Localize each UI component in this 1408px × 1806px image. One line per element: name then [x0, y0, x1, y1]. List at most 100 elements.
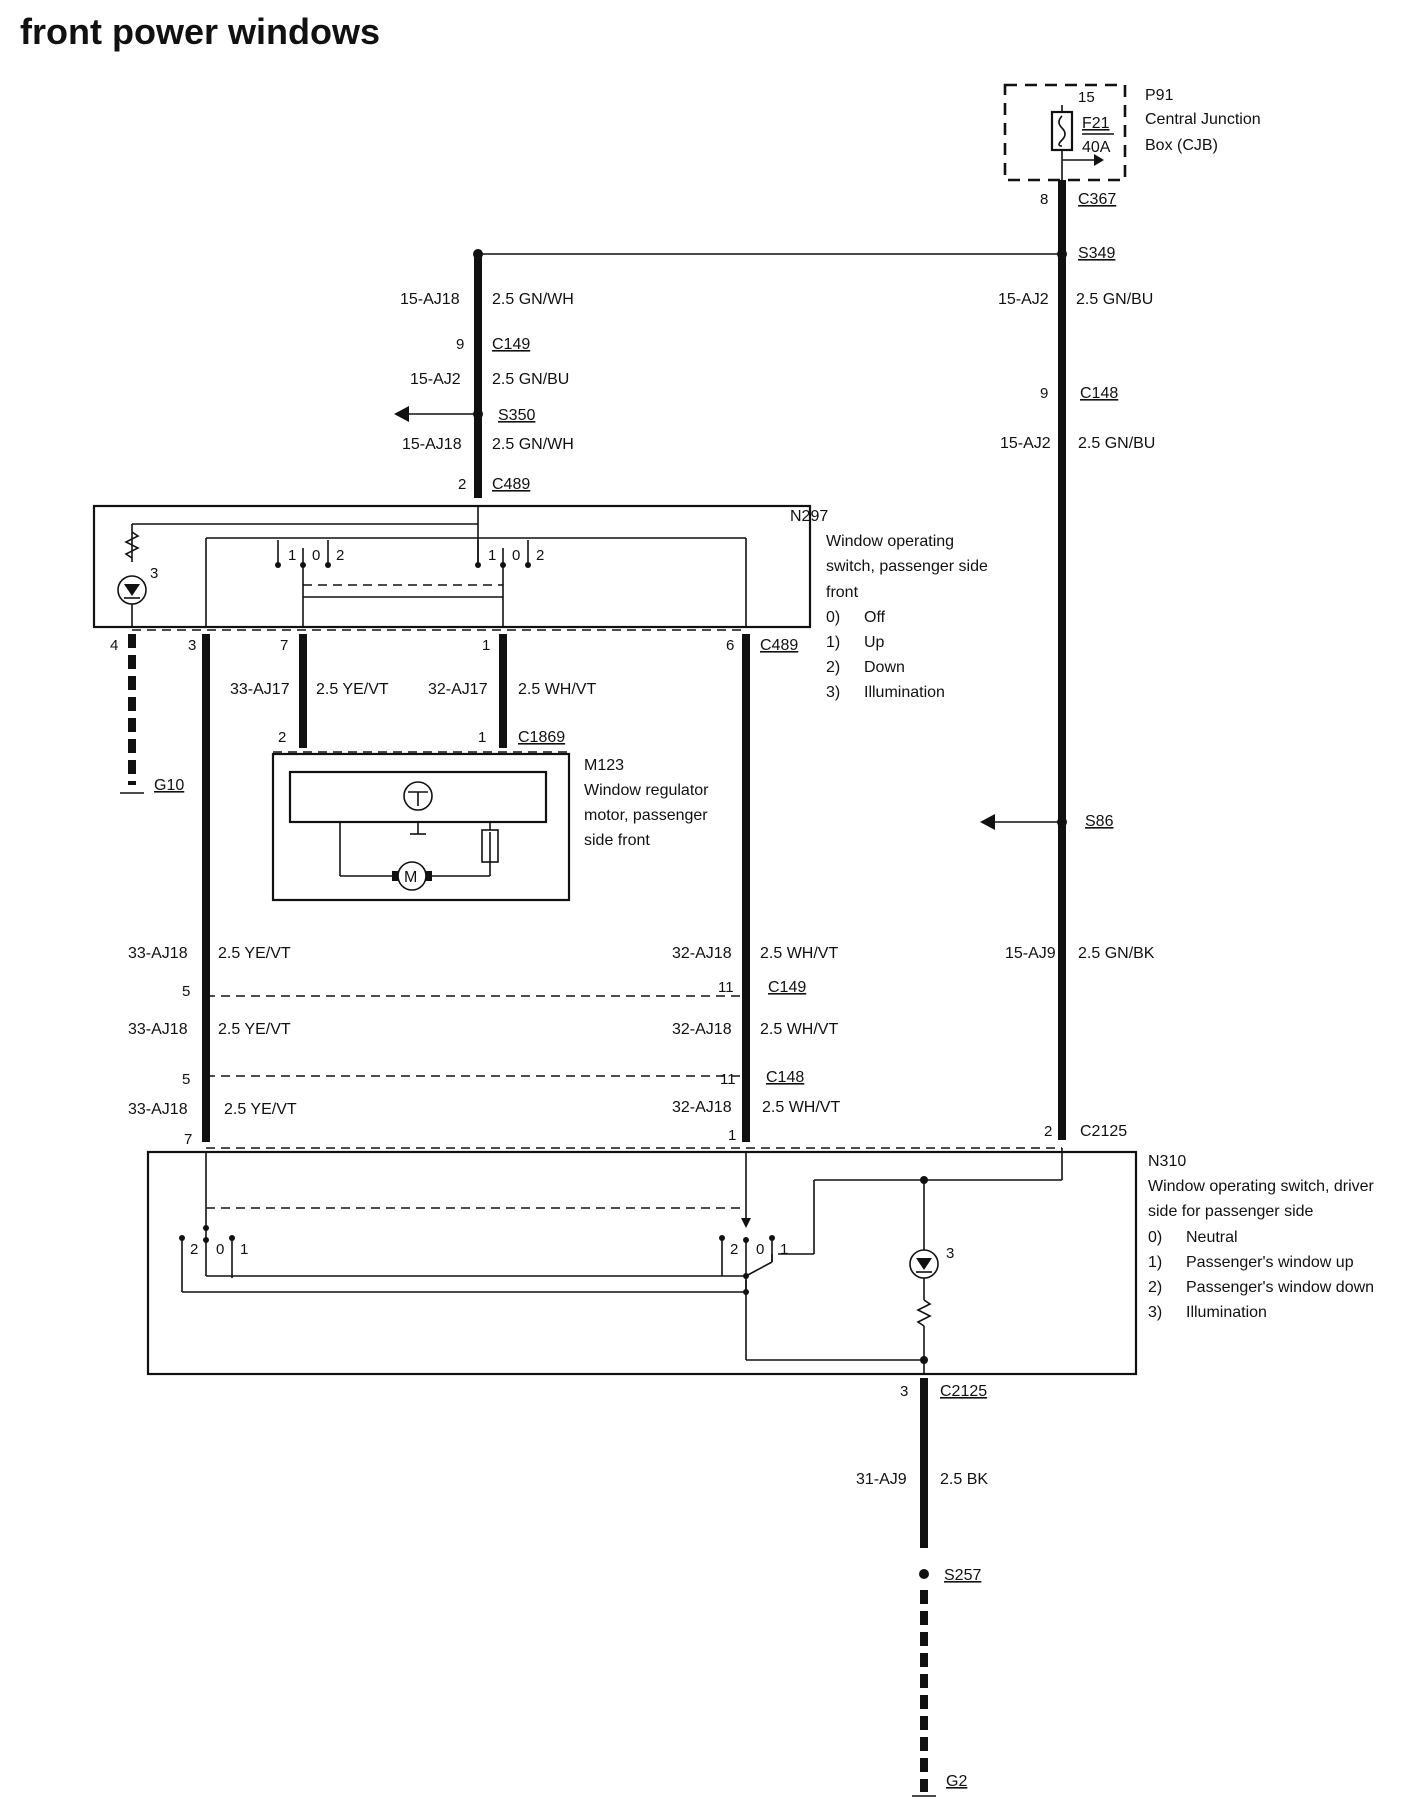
g10-label: G10: [154, 777, 184, 794]
l3-spec: 2.5 YE/VT: [224, 1101, 297, 1118]
c1869-label: C1869: [518, 729, 565, 746]
l2-circuit: 33-AJ18: [128, 1021, 188, 1038]
m123-box: [271, 752, 571, 902]
sw-right-pos-1: 1: [488, 547, 496, 564]
n297-lamp-pin: 3: [150, 565, 158, 582]
s86-label: S86: [1085, 813, 1114, 830]
m123-pin-2: 2: [278, 729, 286, 746]
arrow-left-icon: [394, 406, 409, 422]
n297-pin-6: 6: [726, 637, 734, 654]
g2-label: G2: [946, 1773, 967, 1790]
sw-left-pos-2: 2: [336, 547, 344, 564]
n310-line1: Window operating switch, driver: [1148, 1178, 1375, 1195]
m123-ref: M123: [584, 757, 624, 774]
cjb-ref: P91: [1145, 87, 1174, 104]
fuse-element-icon: [1058, 115, 1066, 147]
c148-mid-label: C148: [766, 1069, 804, 1086]
c3-spec: 2.5 WH/VT: [762, 1099, 840, 1116]
r1-spec: 2.5 GN/BU: [1076, 291, 1153, 308]
c148-pin-5: 5: [182, 1071, 190, 1088]
fuse-rating: 40A: [1082, 139, 1111, 156]
c149-pin-11: 11: [718, 979, 734, 996]
arrow-right-icon: [1094, 154, 1104, 166]
m123-pin-1: 1: [478, 729, 486, 746]
n310-legend-text-2: Passenger's window down: [1186, 1279, 1374, 1296]
resistor-icon: [916, 1299, 932, 1327]
c148-right-label: C148: [1080, 385, 1118, 402]
n310-legend-text-3: Illumination: [1186, 1304, 1267, 1321]
w1-spec: 2.5 GN/WH: [492, 291, 574, 308]
fuse-icon: [1050, 110, 1074, 152]
m123-line2: motor, passenger: [584, 807, 708, 824]
w3-spec: 2.5 GN/WH: [492, 436, 574, 453]
r3-spec: 2.5 GN/BK: [1078, 945, 1155, 962]
mid-wire-labels: 33-AJ18 2.5 YE/VT 32-AJ18 2.5 WH/VT 5 11…: [128, 945, 840, 1148]
right-feed-wire: 8 C367 S349 15-AJ2 2.5 GN/BU 9 C148 15-A…: [980, 180, 1155, 1140]
c367-label: C367: [1078, 191, 1116, 208]
cjb-fuse-pin: 15: [1078, 89, 1095, 106]
n297-legend-num-1: 1): [826, 634, 840, 651]
n310-legend: 0) Neutral 1) Passenger's window up 2) P…: [1148, 1229, 1374, 1321]
l1-circuit: 33-AJ18: [128, 945, 188, 962]
n310-left-pos-0: 0: [216, 1241, 224, 1258]
left-feed-wire: 15-AJ18 2.5 GN/WH 9 C149 15-AJ2 2.5 GN/B…: [394, 254, 574, 498]
n310-legend-num-2: 2): [1148, 1279, 1162, 1296]
n297-box: [92, 504, 812, 629]
c489-top-pin: 2: [458, 476, 466, 493]
m2-spec: 2.5 WH/VT: [518, 681, 596, 698]
g-spec: 2.5 BK: [940, 1471, 988, 1488]
m123-line1: Window regulator: [584, 782, 709, 799]
m1-circuit: 33-AJ17: [230, 681, 290, 698]
n310-line2: side for passenger side: [1148, 1203, 1314, 1220]
n310-switch: 3 2 0 1 2 0 1 N310 Window o: [146, 1147, 1375, 1376]
s349-label: S349: [1078, 245, 1115, 262]
g-circuit: 31-AJ9: [856, 1471, 907, 1488]
n297-legend-text-0: Off: [864, 609, 886, 626]
n310-right-pos-2: 2: [730, 1241, 738, 1258]
c2125-top-label: C2125: [1080, 1123, 1127, 1140]
sw-right-pos-0: 0: [512, 547, 520, 564]
n310-legend-text-1: Passenger's window up: [1186, 1254, 1354, 1271]
c367-pin: 8: [1040, 191, 1048, 208]
n297-output-wires: 4 3 7 1 6 C489 G10 33-AJ17 2.5 YE/VT 32-…: [110, 634, 798, 1142]
c1-spec: 2.5 WH/VT: [760, 945, 838, 962]
resistor-icon: [124, 531, 140, 559]
r3-circuit: 15-AJ9: [1005, 945, 1056, 962]
sw-left-pos-0: 0: [312, 547, 320, 564]
n310-ref: N310: [1148, 1153, 1186, 1170]
n310-pin-3: 3: [900, 1383, 908, 1400]
r1-circuit: 15-AJ2: [998, 291, 1049, 308]
c489-top-label: C489: [492, 476, 530, 493]
c149-mid-label: C149: [768, 979, 806, 996]
n297-line1: Window operating: [826, 533, 954, 550]
w1-circuit: 15-AJ18: [400, 291, 460, 308]
thermal-sensor-icon: [403, 781, 433, 811]
g2-ground-wire: 3 C2125 31-AJ9 2.5 BK S257 G2: [856, 1378, 988, 1797]
n310-pin-1: 1: [728, 1127, 736, 1144]
n297-line3: front: [826, 584, 859, 601]
c2-spec: 2.5 WH/VT: [760, 1021, 838, 1038]
w3-circuit: 15-AJ18: [402, 436, 462, 453]
l3-circuit: 33-AJ18: [128, 1101, 188, 1118]
sw-left-pos-1: 1: [288, 547, 296, 564]
c2125-bottom-label: C2125: [940, 1383, 987, 1400]
n310-legend-text-0: Neutral: [1186, 1229, 1238, 1246]
n297-legend-text-1: Up: [864, 634, 885, 651]
n310-legend-num-1: 1): [1148, 1254, 1162, 1271]
n310-right-pos-1: 1: [780, 1241, 788, 1258]
n310-right-pos-0: 0: [756, 1241, 764, 1258]
m2-circuit: 32-AJ17: [428, 681, 488, 698]
s257-label: S257: [944, 1567, 981, 1584]
w2-spec: 2.5 GN/BU: [492, 371, 569, 388]
n310-legend-num-3: 3): [1148, 1304, 1162, 1321]
sw-right-pos-2: 2: [536, 547, 544, 564]
n297-switch: 3 1 0 2 1 0 2 N297 Window operating swit…: [92, 504, 988, 701]
n297-legend-text-3: Illumination: [864, 684, 945, 701]
s257-splice: [919, 1569, 929, 1579]
c148-right-pin: 9: [1040, 385, 1048, 402]
central-junction-box: 15 F21 40A P91 Central Junction Box (CJB…: [1003, 83, 1261, 182]
n297-legend-num-3: 3): [826, 684, 840, 701]
n297-pin-1: 1: [482, 637, 490, 654]
fuse-name: F21: [1082, 115, 1110, 132]
